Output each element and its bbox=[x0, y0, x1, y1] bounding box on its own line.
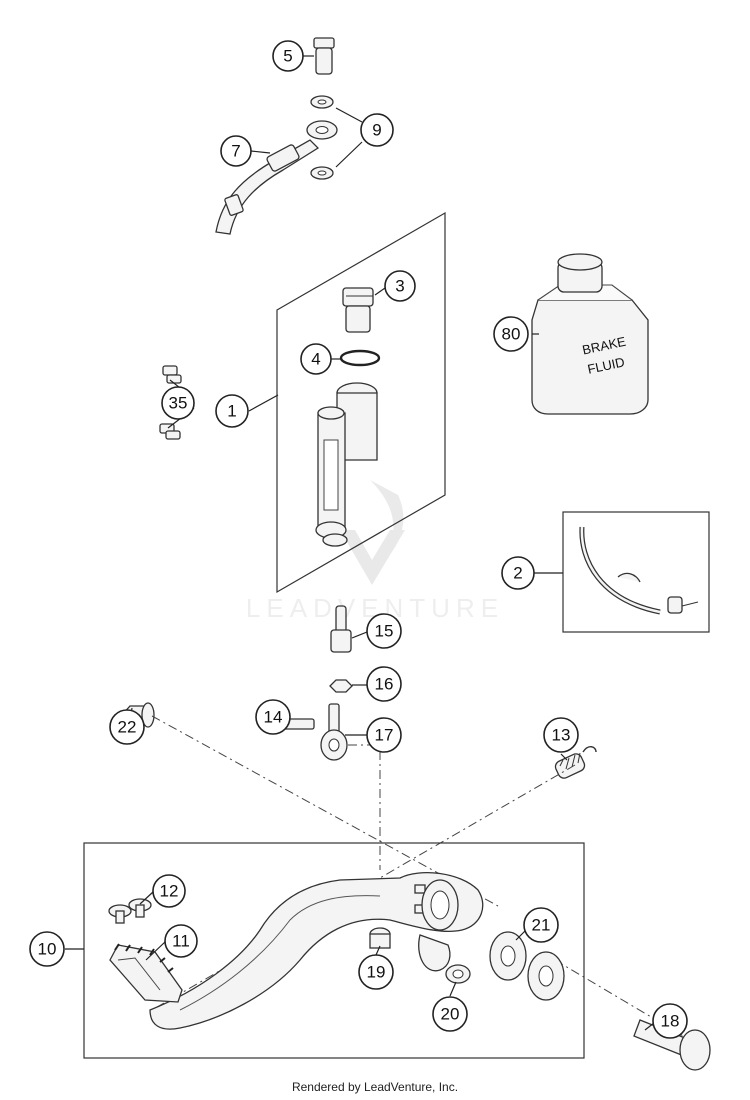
master-cylinder-kit-frame bbox=[276, 211, 446, 594]
svg-text:20: 20 bbox=[441, 1005, 460, 1024]
svg-text:19: 19 bbox=[367, 963, 386, 982]
brake-fluid-bottle: BRAKE FLUID bbox=[531, 253, 649, 415]
bearings bbox=[489, 931, 565, 1001]
svg-text:16: 16 bbox=[375, 675, 394, 694]
callout-10: 10 bbox=[29, 931, 65, 967]
brake-pedal-kit-frame bbox=[83, 842, 585, 1059]
assembly-line-c bbox=[348, 744, 381, 870]
svg-text:35: 35 bbox=[169, 394, 188, 413]
callout-19: 19 bbox=[358, 954, 394, 990]
callout-16: 16 bbox=[366, 666, 402, 702]
callout-1: 1 bbox=[215, 394, 249, 428]
o-ring bbox=[339, 349, 381, 367]
push-rod bbox=[330, 605, 352, 653]
callout-22: 22 bbox=[109, 709, 145, 745]
render-credit: Rendered by LeadVenture, Inc. bbox=[291, 1080, 459, 1094]
callout-11: 11 bbox=[164, 924, 198, 958]
callout-4: 4 bbox=[300, 343, 332, 375]
callout-18: 18 bbox=[652, 1003, 688, 1039]
callout-80: 80 bbox=[493, 316, 529, 352]
mounting-screws bbox=[159, 365, 182, 440]
lock-nut bbox=[329, 679, 353, 693]
reservoir-fitting bbox=[342, 287, 374, 333]
svg-text:5: 5 bbox=[283, 47, 292, 66]
sensor-cable bbox=[579, 526, 699, 615]
brake-hose bbox=[215, 120, 338, 235]
leadventure-watermark: LEADVENTURE bbox=[246, 480, 498, 623]
master-cylinder-body bbox=[315, 382, 378, 547]
svg-text:18: 18 bbox=[661, 1012, 680, 1031]
callout-12: 12 bbox=[152, 874, 186, 908]
callout-20: 20 bbox=[432, 996, 468, 1032]
callout-17: 17 bbox=[366, 717, 402, 753]
svg-text:2: 2 bbox=[513, 564, 522, 583]
pedal-step bbox=[109, 943, 183, 1003]
callout-13: 13 bbox=[543, 717, 579, 753]
banjo-bolt bbox=[313, 37, 335, 75]
callout-5: 5 bbox=[272, 40, 304, 72]
pivot-bolt bbox=[633, 1019, 711, 1071]
callout-7: 7 bbox=[220, 135, 252, 167]
svg-text:21: 21 bbox=[532, 916, 551, 935]
callout-3: 3 bbox=[384, 270, 416, 302]
svg-text:17: 17 bbox=[375, 726, 394, 745]
callout-35: 35 bbox=[161, 386, 195, 420]
svg-text:14: 14 bbox=[264, 708, 283, 727]
svg-text:11: 11 bbox=[172, 932, 190, 951]
svg-text:12: 12 bbox=[160, 882, 179, 901]
svg-text:1: 1 bbox=[227, 402, 236, 421]
svg-text:80: 80 bbox=[502, 325, 521, 344]
sealing-washers bbox=[310, 95, 334, 180]
svg-text:9: 9 bbox=[372, 121, 381, 140]
svg-text:15: 15 bbox=[375, 622, 394, 641]
svg-text:10: 10 bbox=[38, 940, 57, 959]
svg-text:13: 13 bbox=[552, 726, 571, 745]
leader-lines bbox=[65, 55, 655, 1031]
callout-14: 14 bbox=[255, 699, 291, 735]
callout-15: 15 bbox=[366, 613, 402, 649]
brake-pedal bbox=[149, 872, 484, 1030]
callout-21: 21 bbox=[523, 907, 559, 943]
pedal-pin bbox=[369, 927, 391, 949]
callout-2: 2 bbox=[501, 556, 535, 590]
svg-text:7: 7 bbox=[231, 142, 240, 161]
assembly-line-d bbox=[554, 959, 691, 1041]
sensor-cable-frame bbox=[562, 511, 710, 633]
step-screws bbox=[108, 898, 152, 924]
svg-text:22: 22 bbox=[118, 718, 137, 737]
clevis bbox=[320, 703, 348, 761]
bushing bbox=[445, 964, 471, 984]
callout-9: 9 bbox=[360, 113, 394, 147]
svg-text:4: 4 bbox=[311, 350, 320, 369]
svg-text:3: 3 bbox=[395, 277, 404, 296]
